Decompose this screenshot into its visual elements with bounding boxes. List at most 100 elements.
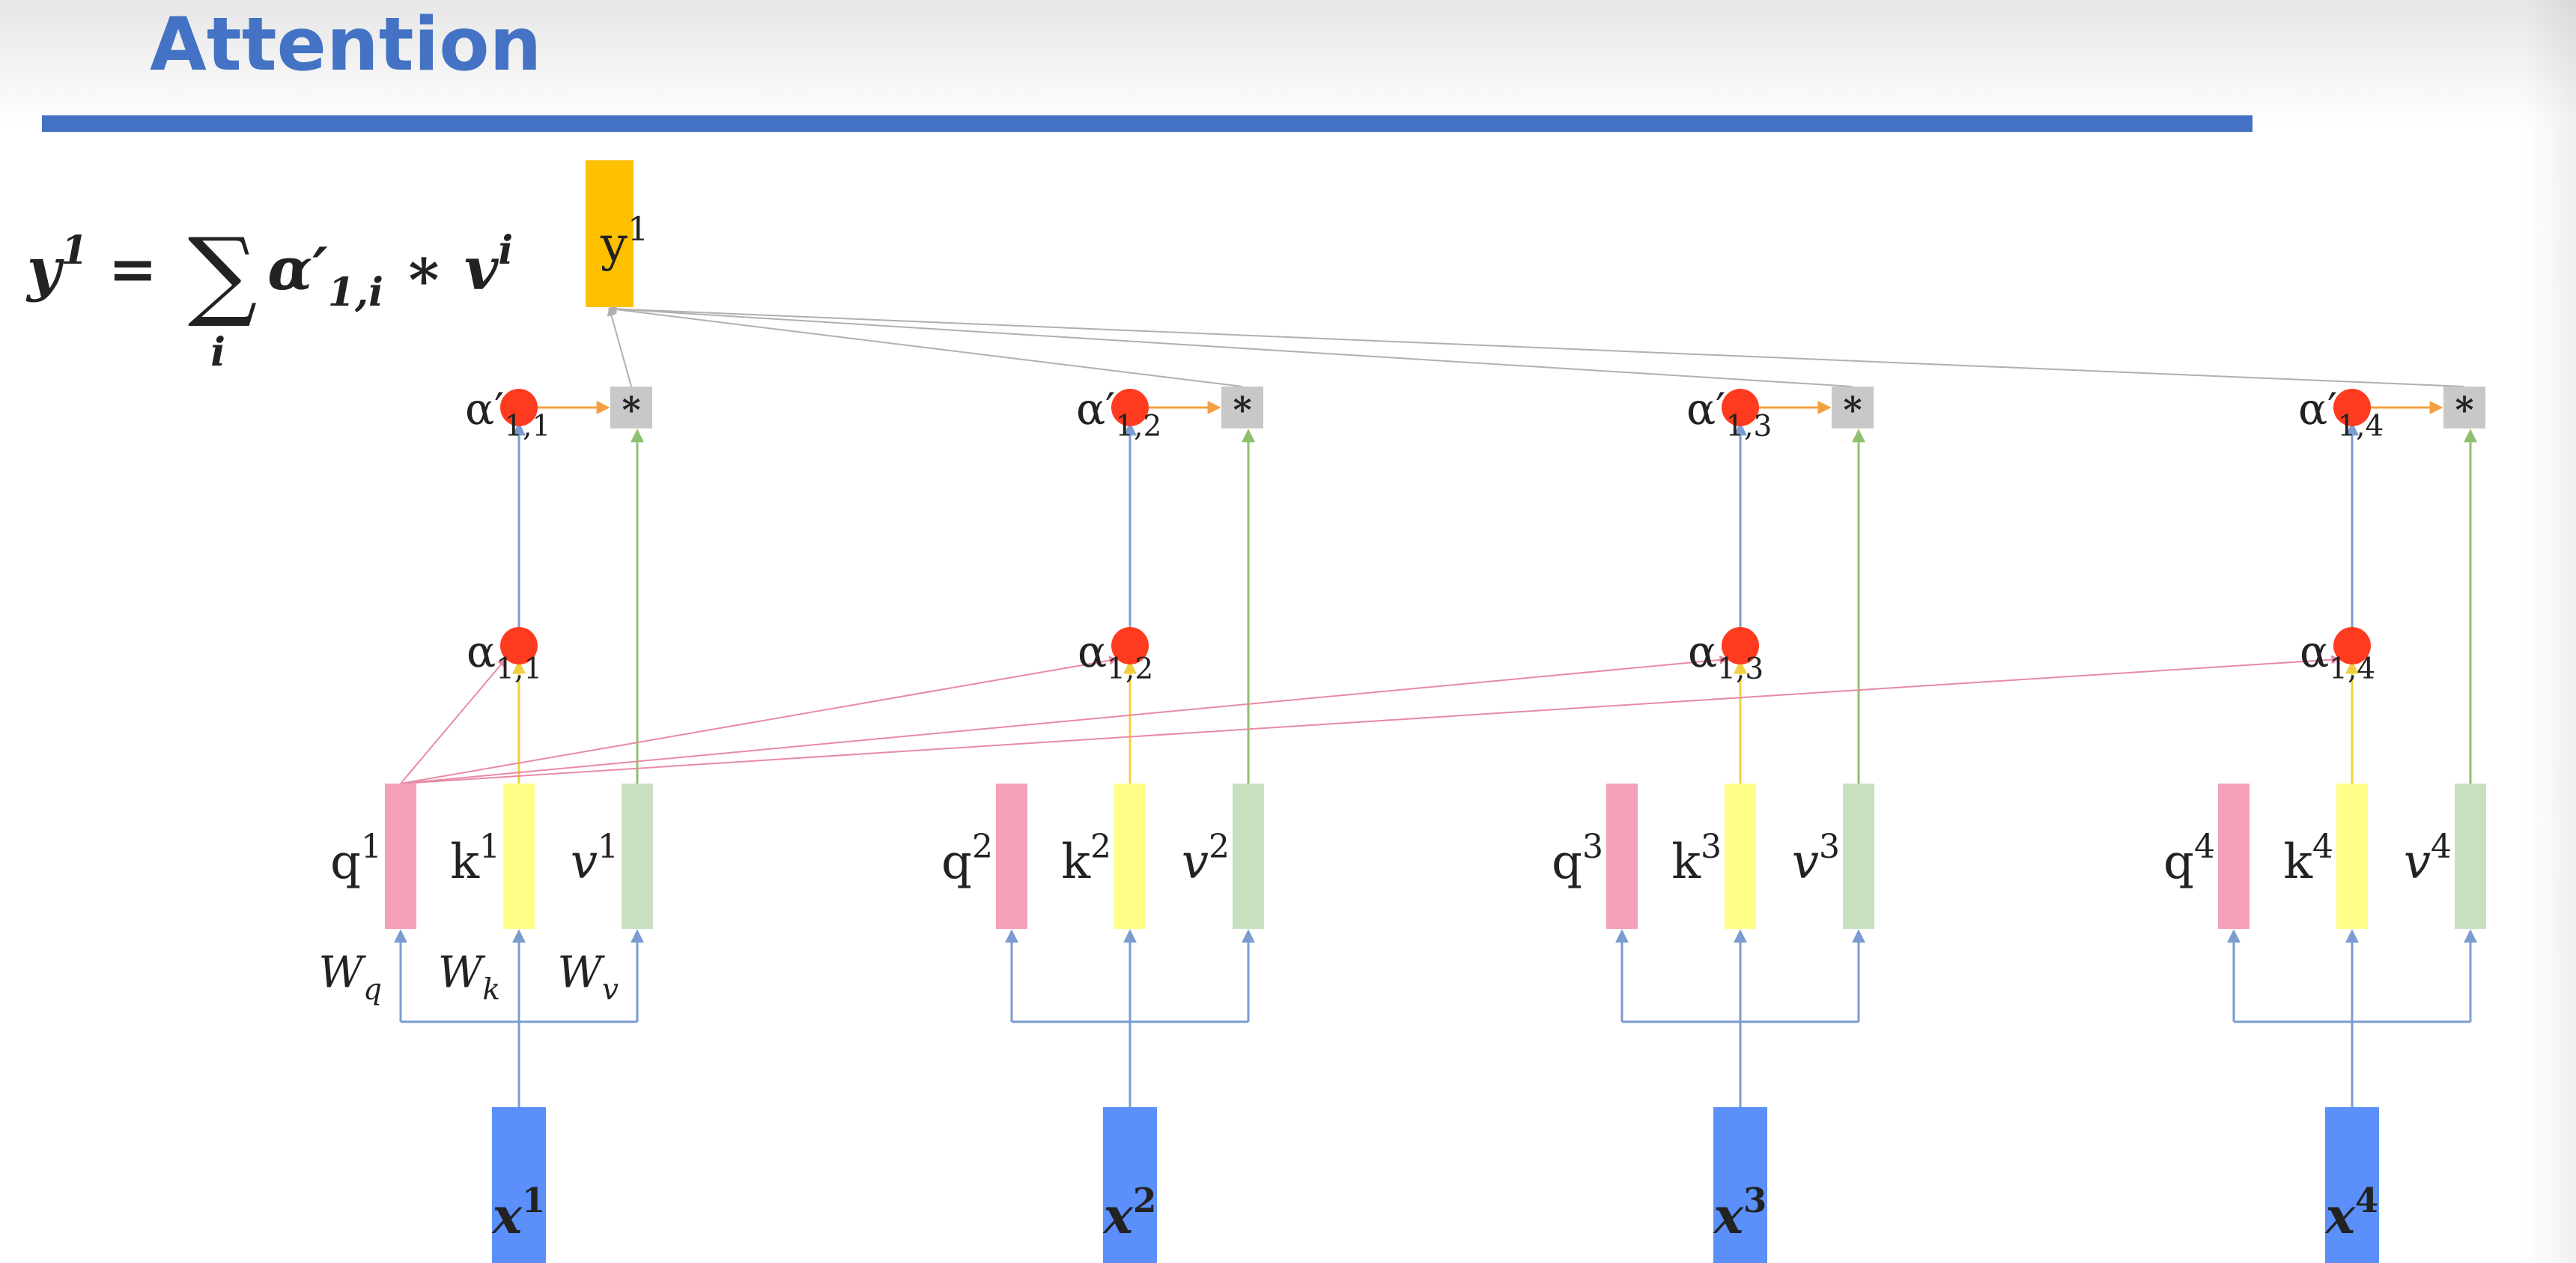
formula-sum-index: i xyxy=(210,330,225,375)
value-label-3: v3 xyxy=(1792,828,1840,890)
value-block-2 xyxy=(1233,784,1264,929)
value-label-4-sup: 4 xyxy=(2431,828,2452,866)
query-block-3 xyxy=(1606,784,1638,929)
alpha-prime-label-2: α′1,2 xyxy=(1076,384,1161,443)
formula-v: v xyxy=(464,235,499,303)
alpha-prime-label-3-base: α′ xyxy=(1686,384,1725,434)
formula-alpha: α′ xyxy=(267,235,328,303)
weight-k-label: Wk xyxy=(438,947,500,1007)
output-label-sup: 1 xyxy=(628,210,648,249)
query-label-1-sup: 1 xyxy=(361,828,382,866)
query1-to-alpha-arrow-3 xyxy=(400,655,1729,784)
multiply-to-output-arrow-3 xyxy=(607,304,1853,387)
alpha-node-3 xyxy=(1722,627,1759,664)
alpha-prime-label-4-sub: 1,4 xyxy=(2337,410,2384,443)
formula-equals: = xyxy=(108,235,158,303)
alpha-node-4 xyxy=(2333,627,2371,664)
alpha-prime-label-2-base: α′ xyxy=(1076,384,1115,434)
output-label-base: y xyxy=(600,217,628,273)
output-block xyxy=(586,160,634,307)
value-label-4-base: v xyxy=(2404,835,2431,890)
key-block-3 xyxy=(1725,784,1756,929)
multiply-symbol-2: * xyxy=(1233,390,1251,431)
input-block-1 xyxy=(492,1107,546,1263)
formula-v-sup: i xyxy=(498,228,514,273)
alpha-label-1: α1,1 xyxy=(467,626,542,686)
alpha-prime-label-1-base: α′ xyxy=(465,384,504,434)
alpha-prime-label-4: α′1,4 xyxy=(2298,384,2384,443)
key-label-4-sup: 4 xyxy=(2312,828,2333,866)
alpha-label-3-base: α xyxy=(1688,626,1717,677)
alpha-node-2 xyxy=(1111,627,1149,664)
query-label-4-base: q xyxy=(2163,835,2194,890)
alpha-prime-node-3 xyxy=(1722,389,1759,426)
weight-q-label-sub: q xyxy=(363,973,382,1007)
key-label-3-base: k xyxy=(1671,835,1701,890)
value-block-4 xyxy=(2455,784,2486,929)
formula-sum-symbol: ∑ xyxy=(187,216,258,330)
multiply-to-output-arrow-4 xyxy=(607,304,2465,387)
input-block-3 xyxy=(1713,1107,1767,1263)
key-block-4 xyxy=(2336,784,2368,929)
query1-to-alpha-arrow-4 xyxy=(400,655,2341,784)
header-band xyxy=(0,0,2576,127)
value-label-2-base: v xyxy=(1182,835,1209,890)
key-label-1-base: k xyxy=(450,835,480,890)
formula-times: ∗ xyxy=(403,235,444,303)
alpha-prime-label-4-base: α′ xyxy=(2298,384,2337,434)
alpha-label-3: α1,3 xyxy=(1688,626,1764,686)
multiply-to-output-arrow-2 xyxy=(607,305,1243,387)
multiply-box-2 xyxy=(1221,387,1263,428)
input-label-4: x4 xyxy=(2324,1181,2379,1245)
query-label-2-sup: 2 xyxy=(972,828,993,866)
key-label-2-sup: 2 xyxy=(1090,828,1111,866)
diagram-blocks xyxy=(385,160,2486,1263)
value-label-3-base: v xyxy=(1792,835,1819,890)
key-block-2 xyxy=(1114,784,1146,929)
input-label-3: x3 xyxy=(1713,1181,1767,1245)
alpha-label-1-base: α xyxy=(467,626,496,677)
input-label-1-base: x xyxy=(491,1187,523,1245)
input-label-3-sup: 3 xyxy=(1743,1181,1767,1220)
value-label-1-sup: 1 xyxy=(598,828,619,866)
query-block-1 xyxy=(385,784,416,929)
input-label-4-sup: 4 xyxy=(2355,1181,2378,1220)
key-label-2: k2 xyxy=(1061,828,1111,890)
query1-to-alpha-arrow-1 xyxy=(400,658,507,784)
key-label-4: k4 xyxy=(2283,828,2333,890)
alpha-label-4-base: α xyxy=(2300,626,2329,677)
input-label-2-sup: 2 xyxy=(1133,1181,1156,1220)
query-label-1-base: q xyxy=(330,835,361,890)
value-label-2-sup: 2 xyxy=(1209,828,1230,866)
alpha-prime-label-2-sub: 1,2 xyxy=(1115,410,1161,443)
key-label-3: k3 xyxy=(1671,828,1722,890)
value-label-3-sup: 3 xyxy=(1819,828,1840,866)
multiply-box-1 xyxy=(610,387,652,428)
key-label-1-sup: 1 xyxy=(479,828,500,866)
input-label-2: x2 xyxy=(1102,1181,1157,1245)
query-label-2-base: q xyxy=(941,835,972,890)
input-label-1-sup: 1 xyxy=(522,1181,545,1220)
alpha-label-4: α1,4 xyxy=(2300,626,2375,686)
alpha-label-2: α1,2 xyxy=(1078,626,1153,686)
input-label-2-base: x xyxy=(1102,1187,1134,1245)
connector-lines xyxy=(394,304,2477,1107)
alpha-label-4-sub: 1,4 xyxy=(2329,652,2375,686)
input-block-2 xyxy=(1103,1107,1157,1263)
alpha-label-3-sub: 1,3 xyxy=(1717,652,1764,686)
alpha-node-1 xyxy=(500,627,538,664)
alpha-prime-label-3: α′1,3 xyxy=(1686,384,1772,443)
weight-q-label: Wq xyxy=(318,947,382,1007)
key-block-1 xyxy=(503,784,535,929)
query-label-2: q2 xyxy=(941,828,993,890)
weight-v-label-sub: v xyxy=(602,973,619,1007)
formula-alpha-sub: 1,i xyxy=(327,270,383,315)
alpha-prime-node-4 xyxy=(2333,389,2371,426)
right-edge-shadow xyxy=(2524,0,2576,1263)
query-block-4 xyxy=(2218,784,2250,929)
alpha-prime-label-1: α′1,1 xyxy=(465,384,550,443)
query-label-3-sup: 3 xyxy=(1582,828,1603,866)
query-label-1: q1 xyxy=(330,828,382,890)
weight-k-label-sub: k xyxy=(482,973,500,1007)
